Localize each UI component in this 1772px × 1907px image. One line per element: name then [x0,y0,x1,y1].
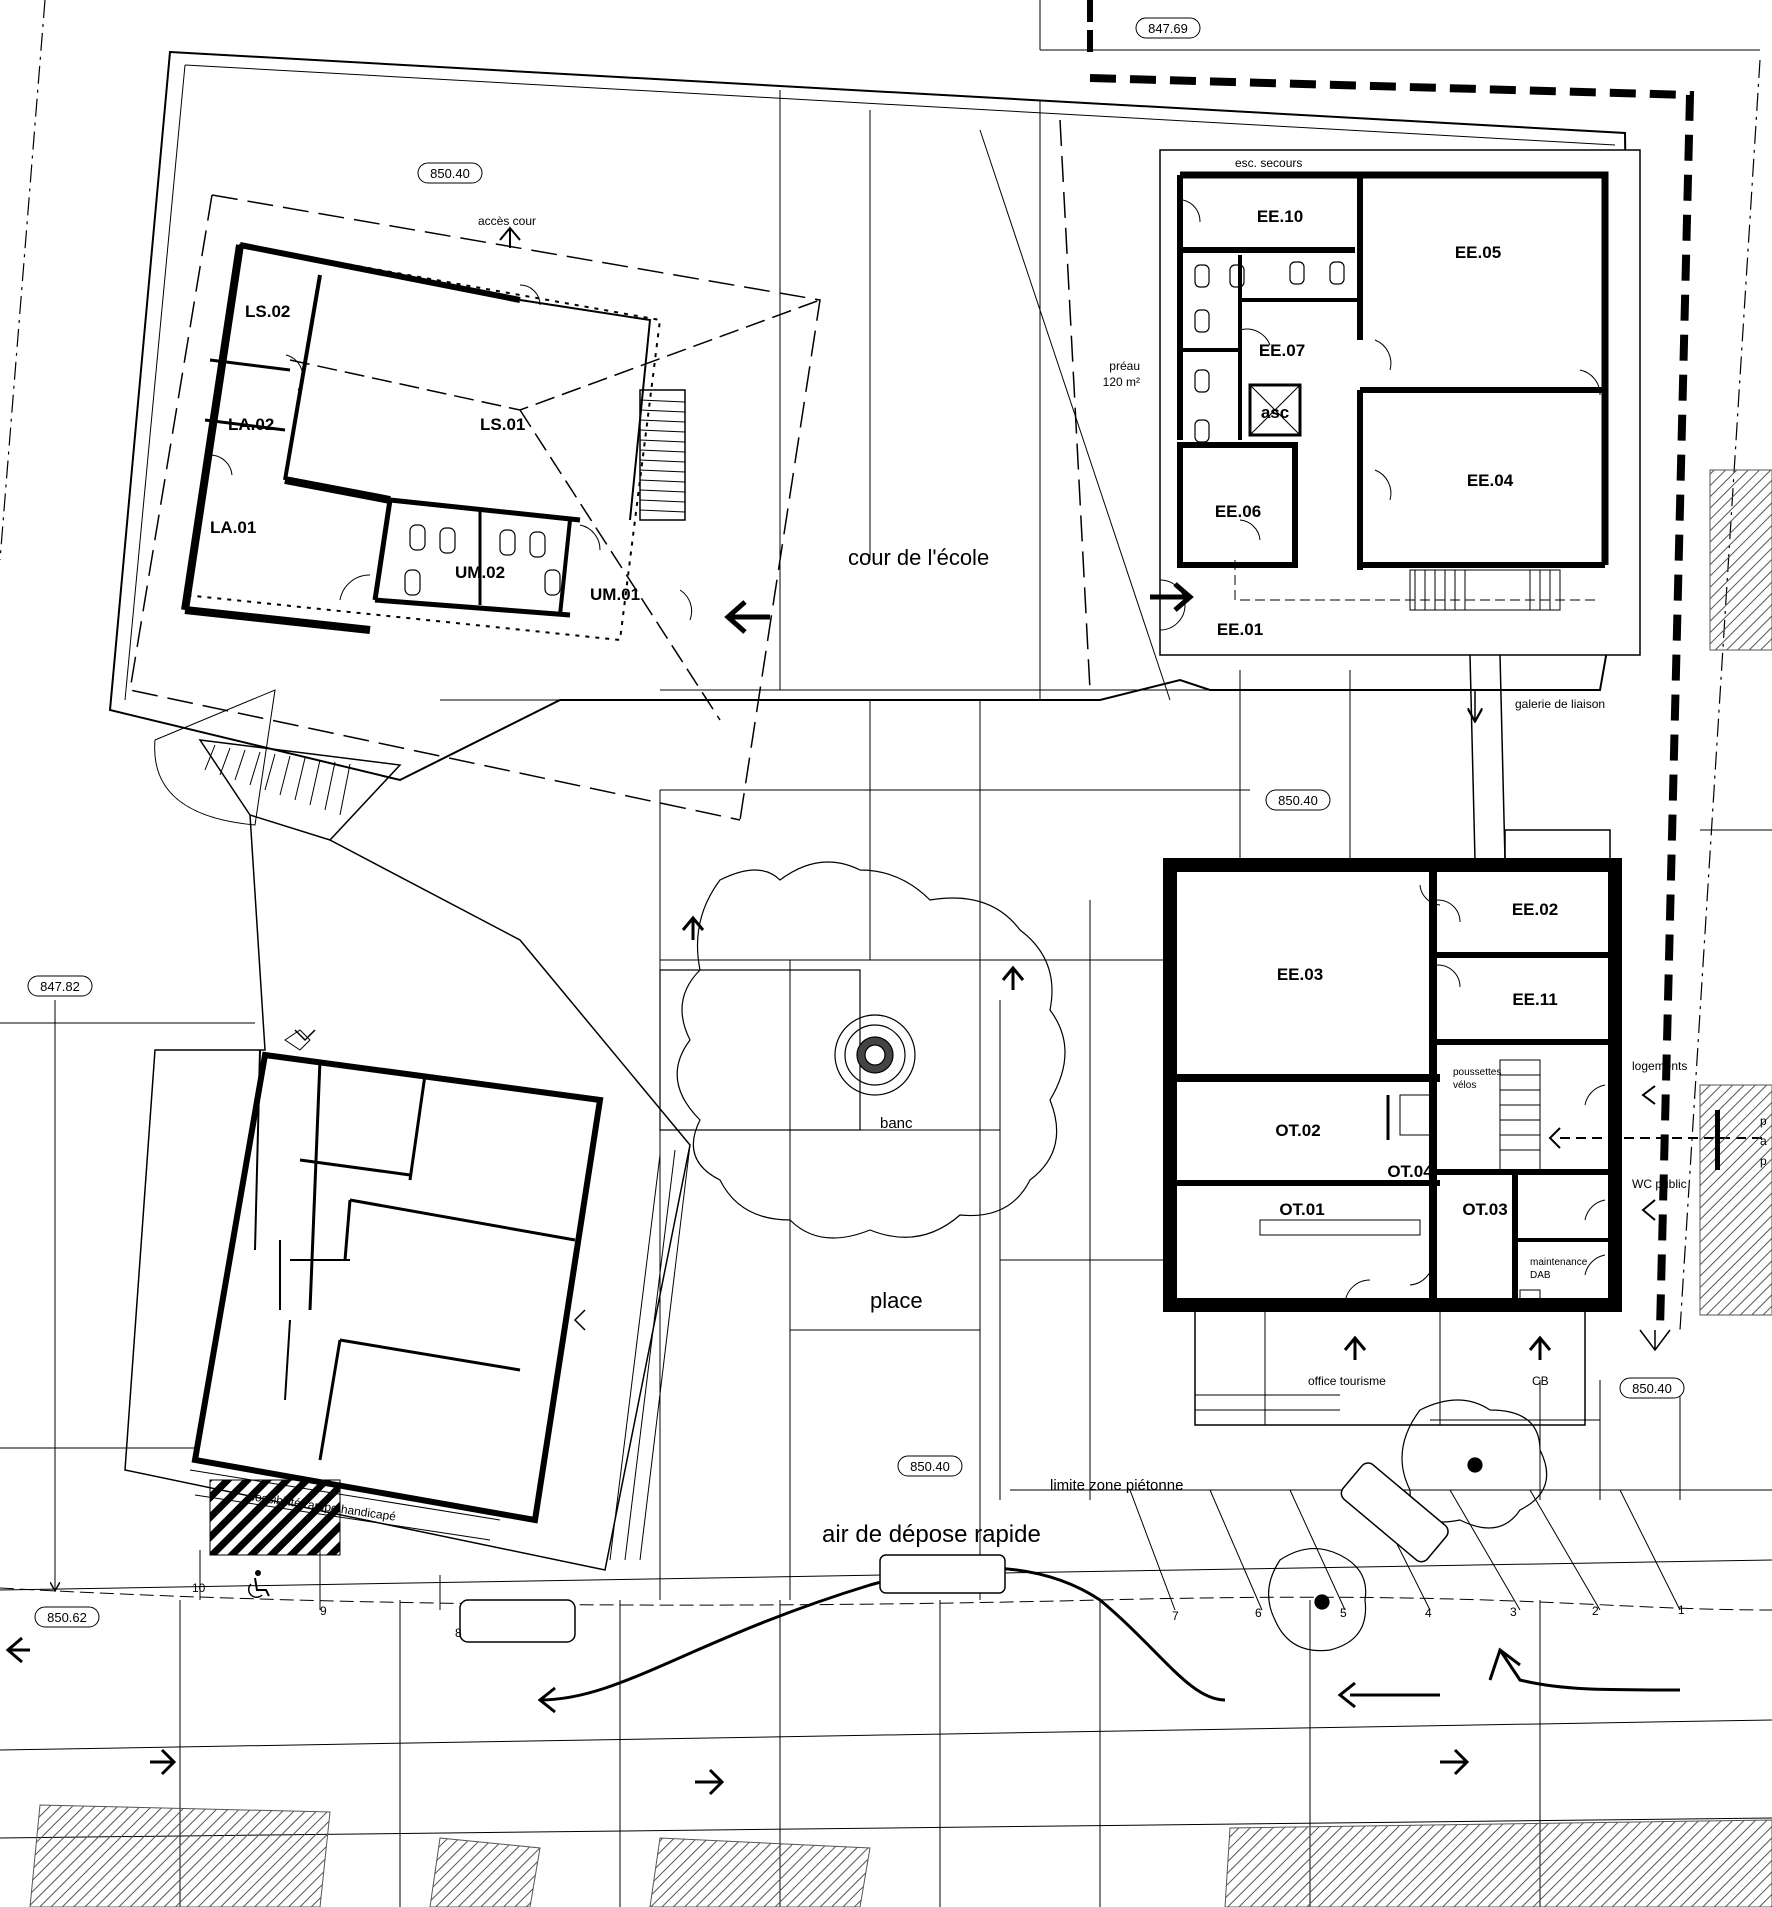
elevation-bottom-left: 850.62 [47,1610,87,1625]
traffic-paths [539,1566,1681,1702]
place-label: place [870,1288,923,1313]
wheelchair-icon [247,1570,270,1599]
parking-number-10: 10 [192,1581,206,1595]
logements-label: logements [1632,1059,1687,1073]
depose-rapide-label: air de dépose rapide [822,1521,1041,1548]
tree-canopy [659,861,1066,1239]
elevation-tag-top [1135,17,1201,39]
southwest-building [124,689,691,1571]
elevation-galerie: 850.40 [1278,793,1318,808]
room-ee04: EE.04 [1467,471,1514,490]
maintenance-label: maintenance [1530,1257,1588,1268]
room-ot03: OT.03 [1462,1200,1507,1219]
cb-label: CB [1532,1374,1549,1388]
parking-number-1: 1 [1678,1603,1685,1617]
room-ee07: EE.07 [1259,341,1305,360]
room-um01: UM.01 [590,585,640,604]
room-la01: LA.01 [210,518,256,537]
east-building [1159,149,1641,656]
west-building [181,242,821,721]
room-ee03: EE.03 [1277,965,1323,984]
wc-public-label: WC public [1632,1177,1687,1191]
room-ot04: OT.04 [1387,1162,1433,1181]
parking-number-3: 3 [1510,1605,1517,1619]
room-ls02: LS.02 [245,302,290,321]
elevation-tag-right [1619,1377,1685,1399]
edge-char-1: p [1760,1114,1767,1128]
room-ee05: EE.05 [1455,243,1501,262]
elevation-school-yard: 850.40 [430,166,470,181]
room-ot02: OT.02 [1275,1121,1320,1140]
van-icon [879,1554,1006,1594]
edge-char-2: a [1760,1134,1767,1148]
parking-number-9: 9 [320,1604,327,1618]
parking-number-4: 4 [1425,1606,1432,1620]
room-ee06: EE.06 [1215,502,1261,521]
elevation-street: 850.40 [910,1459,950,1474]
preau-label: préau [1109,359,1140,373]
poussettes-label: poussettes [1453,1067,1501,1078]
galerie-de-liaison [1470,654,1611,861]
dab-label: DAB [1530,1270,1551,1281]
elevation-tag-street [897,1455,963,1477]
neighbor-buildings [29,469,1772,1907]
limite-zone-label: limite zone piétonne [1050,1477,1183,1494]
galerie-liaison-label: galerie de liaison [1515,697,1605,711]
preau-area: 120 m² [1103,375,1140,389]
esc-secours-label: esc. secours [1235,156,1302,170]
parking-number-8: 8 [455,1626,462,1640]
banc-label: banc [880,1115,913,1132]
room-ee01: EE.01 [1217,620,1263,639]
room-ot01: OT.01 [1279,1200,1324,1219]
elevation-tag-yard [417,162,483,184]
room-ee02: EE.02 [1512,900,1558,919]
south-building [1163,858,1622,1426]
parking-number-2: 2 [1592,1604,1599,1618]
velos-label: vélos [1453,1080,1476,1091]
vehicles [459,1462,1449,1643]
elevation-tag-bottom-left [34,1606,100,1628]
property-boundaries [0,0,1772,1611]
elevation-tag-galerie [1265,789,1331,811]
car-icon [459,1599,576,1643]
office-tourisme-label: office tourisme [1308,1374,1386,1388]
parking-number-5: 5 [1340,1606,1347,1620]
direction-arrows [5,226,1765,1796]
car-icon [1340,1462,1449,1563]
room-asc: asc [1261,403,1289,422]
cour-ecole-label: cour de l'école [848,545,989,570]
elevation-tag-left [27,975,93,997]
elevation-left: 847.82 [40,979,80,994]
room-ee11: EE.11 [1512,990,1557,1009]
elevation-top: 847.69 [1148,21,1188,36]
room-ls01: LS.01 [480,415,525,434]
edge-char-3: p [1760,1154,1767,1168]
acces-cour-label: accès cour [478,214,536,228]
room-la02: LA.02 [228,415,274,434]
elevation-right: 850.40 [1632,1381,1672,1396]
room-ee10: EE.10 [1257,207,1303,226]
parking-number-6: 6 [1255,1606,1262,1620]
room-um02: UM.02 [455,563,505,582]
elevation-tags [27,17,1685,1628]
parking-number-7: 7 [1172,1609,1179,1623]
